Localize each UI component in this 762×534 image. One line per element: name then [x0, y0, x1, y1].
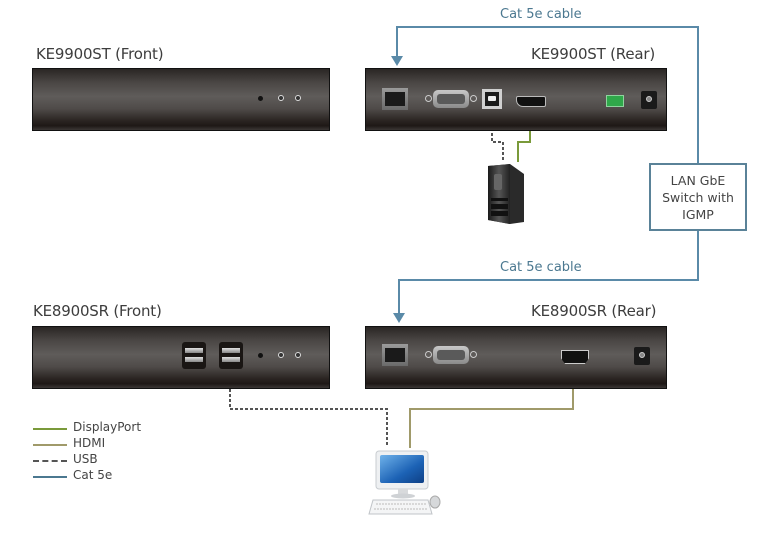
desktop-monitor-keyboard-mouse-icon — [368, 450, 441, 515]
rs232-port-icon — [425, 345, 477, 365]
led-indicator — [258, 353, 263, 358]
transmitter-rear-title: KE9900ST (Rear) — [531, 45, 655, 63]
legend-swatch — [33, 460, 67, 462]
legend-label: Cat 5e — [73, 468, 113, 482]
led-indicator — [278, 352, 284, 358]
arrow-down-icon — [391, 56, 403, 66]
receiver-front-title: KE8900SR (Front) — [33, 302, 162, 320]
led-indicator — [278, 95, 284, 101]
legend-swatch — [33, 444, 67, 446]
usb-cable-console — [229, 369, 388, 446]
computer-tower-icon — [488, 164, 524, 224]
rj45-port-icon — [382, 344, 408, 366]
usb-a-port-icon — [219, 342, 243, 369]
led-indicator — [295, 352, 301, 358]
dc-power-jack-icon — [641, 91, 657, 109]
usb-b-port-icon — [482, 89, 502, 109]
legend-swatch — [33, 476, 67, 478]
led-indicator — [295, 95, 301, 101]
hdmi-port-icon — [561, 350, 589, 364]
receiver-front-panel — [32, 326, 330, 389]
usb-a-port-icon — [182, 342, 206, 369]
transmitter-front-panel — [32, 68, 330, 131]
cable-label-top: Cat 5e cable — [500, 7, 582, 22]
cat5e-cable-bottom — [398, 230, 699, 315]
cable-label-bottom: Cat 5e cable — [500, 260, 582, 275]
displayport-icon — [516, 96, 546, 107]
lan-switch-box: LAN GbE Switch with IGMP — [649, 163, 747, 231]
switch-label-line: LAN GbE — [670, 173, 726, 188]
arrow-down-icon — [393, 313, 405, 323]
legend-label: DisplayPort — [73, 420, 142, 434]
transmitter-rear-panel — [365, 68, 667, 131]
dc-power-jack-icon — [634, 347, 650, 365]
rs232-port-icon — [425, 89, 477, 109]
receiver-rear-title: KE8900SR (Rear) — [531, 302, 657, 320]
switch-label-line: IGMP — [682, 207, 714, 222]
switch-label-line: Switch with — [662, 190, 734, 205]
transmitter-front-title: KE9900ST (Front) — [36, 45, 164, 63]
cat5e-cable-top — [396, 26, 699, 163]
usb-cable-pc — [491, 103, 504, 162]
led-indicator — [258, 96, 263, 101]
rj45-port-icon — [382, 88, 408, 110]
receiver-rear-panel — [365, 326, 667, 389]
legend-label: HDMI — [73, 436, 106, 450]
legend-label: USB — [73, 452, 98, 466]
legend-swatch — [33, 428, 67, 430]
terminal-block-icon — [606, 95, 624, 107]
